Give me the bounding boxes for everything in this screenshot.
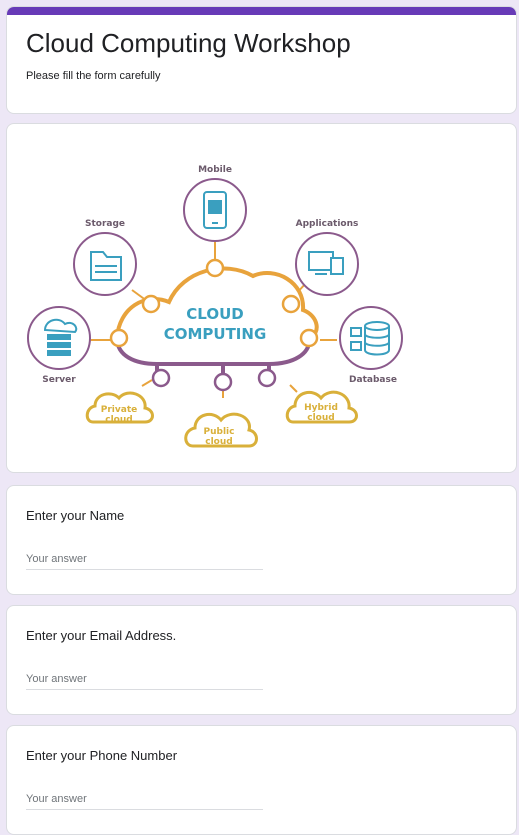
question-label-email: Enter your Email Address. xyxy=(26,628,177,643)
private-cloud-line2: cloud xyxy=(105,415,132,425)
center-label-line2: COMPUTING xyxy=(164,325,267,343)
image-card: CLOUD COMPUTING Mobile Storage Applicati… xyxy=(6,123,517,473)
hybrid-cloud-icon xyxy=(285,390,358,424)
name-input[interactable] xyxy=(26,549,263,570)
node-label-server: Server xyxy=(42,375,76,385)
public-cloud-line1: Public xyxy=(204,427,235,437)
cloud-computing-diagram: CLOUD COMPUTING Mobile Storage Applicati… xyxy=(27,165,403,448)
public-cloud-line2: cloud xyxy=(205,437,232,447)
hybrid-cloud-line1: Hybrid xyxy=(304,403,338,413)
database-icon xyxy=(339,306,403,370)
question-label-phone: Enter your Phone Number xyxy=(26,748,178,763)
question-card-email: Enter your Email Address. xyxy=(6,605,517,715)
center-label-line1: CLOUD xyxy=(186,305,243,323)
public-cloud-icon xyxy=(184,412,258,448)
phone-input[interactable] xyxy=(26,789,263,810)
email-input[interactable] xyxy=(26,669,263,690)
form-title: Cloud Computing Workshop xyxy=(26,28,351,58)
node-label-storage: Storage xyxy=(85,219,125,229)
node-label-database: Database xyxy=(349,375,397,385)
node-label-applications: Applications xyxy=(296,219,359,229)
server-icon xyxy=(27,306,91,370)
applications-icon xyxy=(295,232,359,296)
private-cloud-line1: Private xyxy=(101,405,137,415)
mobile-icon xyxy=(183,178,247,242)
question-card-phone: Enter your Phone Number xyxy=(6,725,517,835)
hybrid-cloud-line2: cloud xyxy=(307,413,334,423)
private-cloud-icon xyxy=(85,391,154,424)
storage-folder-icon xyxy=(73,232,137,296)
form-description: Please fill the form carefully xyxy=(26,70,161,82)
question-label-name: Enter your Name xyxy=(26,508,125,523)
node-label-mobile: Mobile xyxy=(198,165,232,175)
form-header-card: Cloud Computing Workshop Please fill the… xyxy=(6,6,517,114)
cloud-icon xyxy=(115,266,319,378)
header-accent-bar xyxy=(7,7,516,15)
question-card-name: Enter your Name xyxy=(6,485,517,595)
